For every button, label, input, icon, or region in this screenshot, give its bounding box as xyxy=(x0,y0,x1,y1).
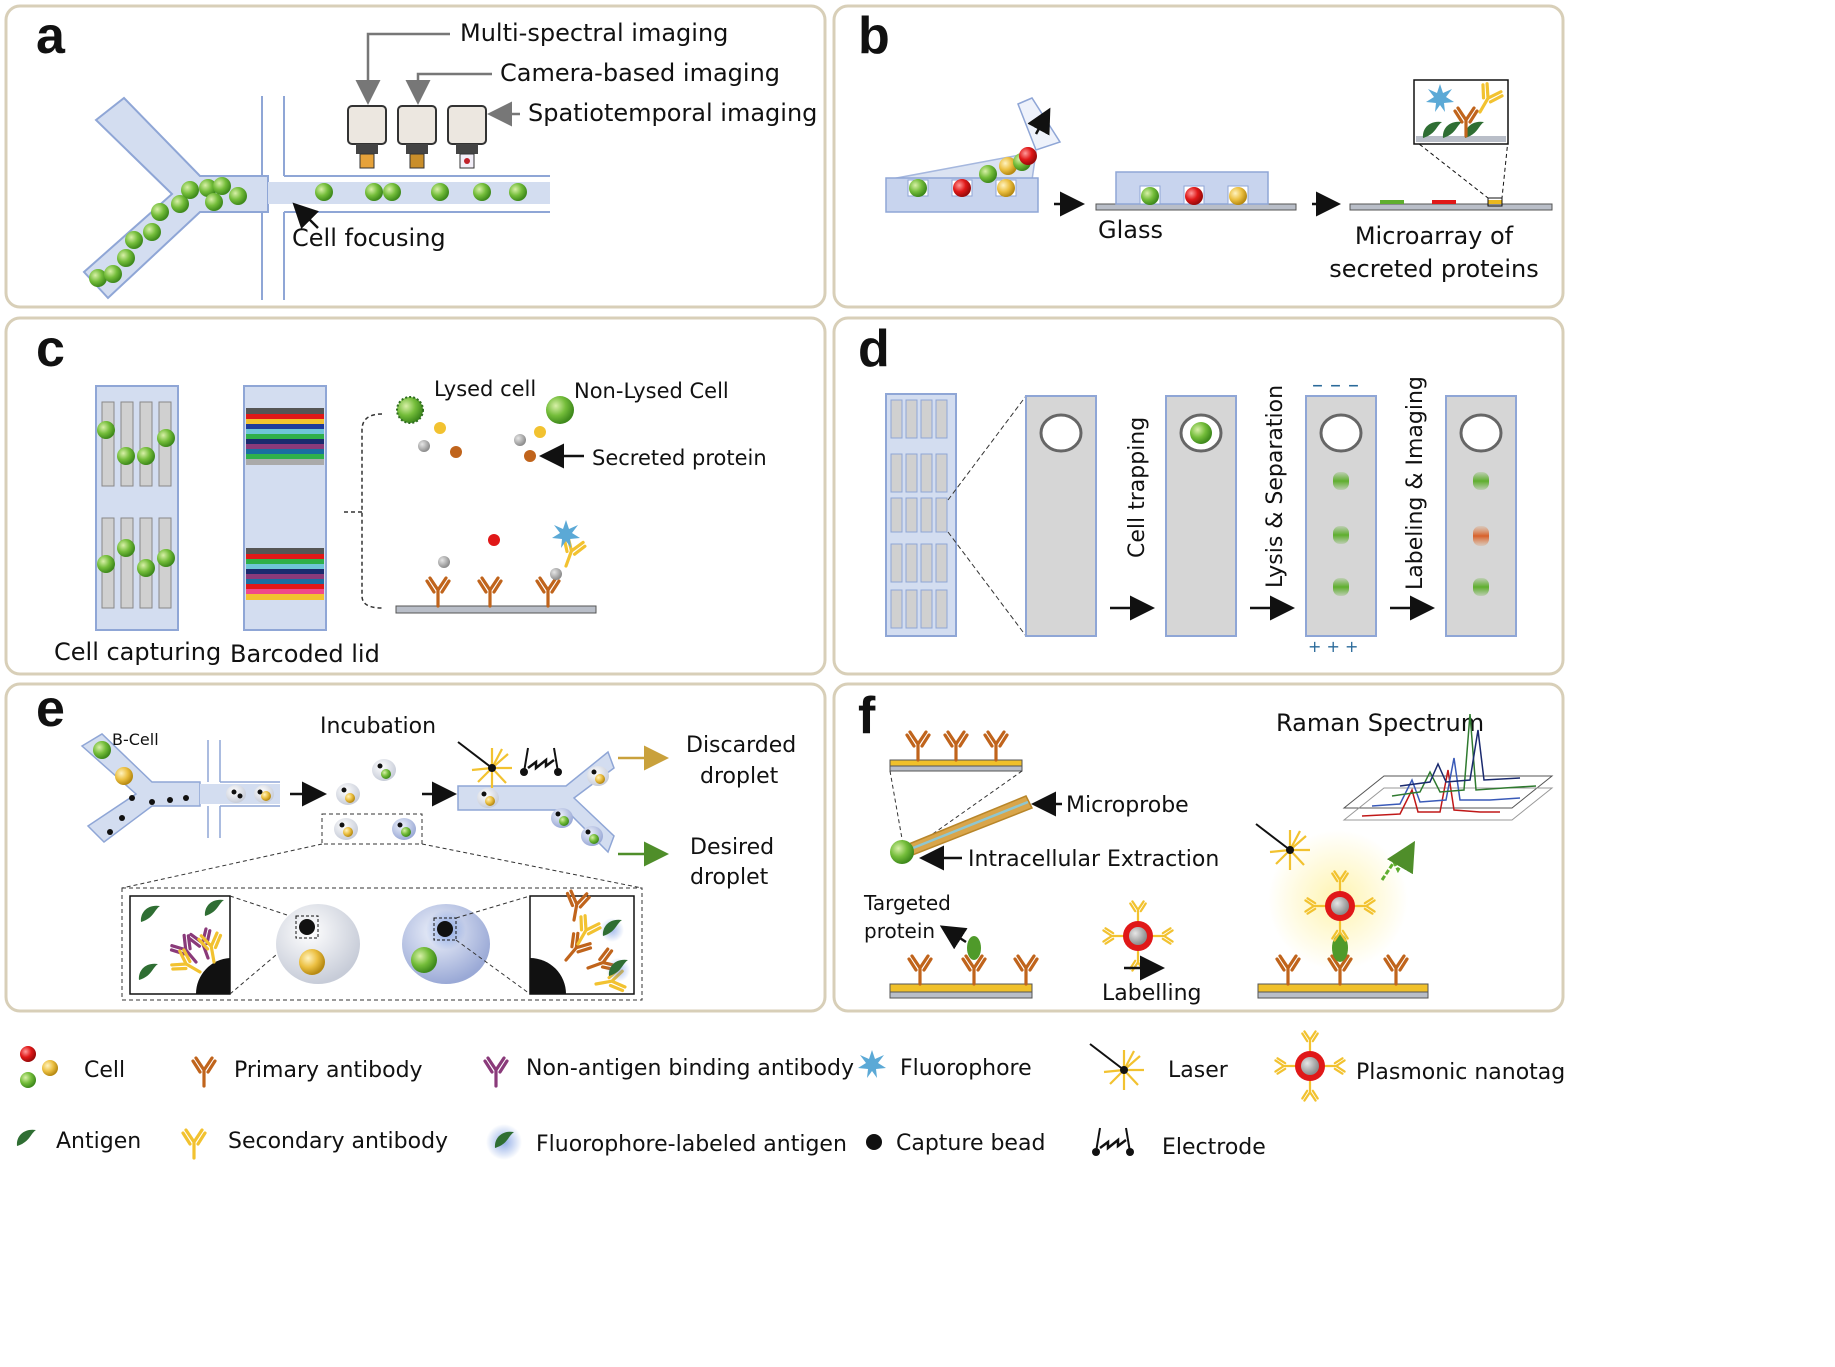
label-labelling: Labelling xyxy=(1102,981,1201,1006)
glass-slide-step xyxy=(1095,171,1297,211)
panel-c: c xyxy=(4,316,827,676)
panel-c-frame xyxy=(4,316,827,676)
legend-nanotag: Plasmonic nanotag xyxy=(1275,1031,1565,1100)
microwell-loading xyxy=(885,97,1062,213)
label-cell-capturing: Cell capturing xyxy=(54,638,221,666)
label-multispectral: Multi-spectral imaging xyxy=(460,19,728,47)
label-cell-trapping: Cell trapping xyxy=(1125,417,1150,558)
imaging-cameras xyxy=(347,105,487,169)
legend-primary-antibody: Primary antibody xyxy=(191,1056,423,1088)
panel-a-letter: a xyxy=(36,7,66,65)
panel-e-letter: e xyxy=(36,680,65,738)
legend-fluorophore-label: Fluorophore xyxy=(900,1056,1032,1081)
label-incubation: Incubation xyxy=(320,714,436,739)
camera-pointer-arrows xyxy=(292,32,520,229)
label-microarray-line1: Microarray of xyxy=(1355,222,1514,250)
legend-laser-label: Laser xyxy=(1168,1058,1229,1083)
label-lysis-separation: Lysis & Separation xyxy=(1263,385,1288,588)
legend-antigen: Antigen xyxy=(16,1129,141,1154)
panel-f-letter: f xyxy=(858,687,876,745)
panel-d: d Cell trapping Lysis & Separation xyxy=(832,316,1565,676)
label-desired-2: droplet xyxy=(690,865,769,890)
droplet-generator xyxy=(80,733,280,843)
legend-fluorophore-antigen: Fluorophore-labeled antigen xyxy=(486,1124,847,1160)
sers-detection xyxy=(1254,822,1429,999)
panel-f: f Microprobe Intracellular Extraction Ta… xyxy=(832,682,1565,1013)
legend-secondary-antibody: Secondary antibody xyxy=(181,1128,448,1160)
label-nonlysed-cell: Non-Lysed Cell xyxy=(574,379,729,403)
label-intracellular-extraction: Intracellular Extraction xyxy=(968,847,1219,872)
legend-capture-bead: Capture bead xyxy=(866,1131,1045,1156)
legend-primary-label: Primary antibody xyxy=(234,1058,423,1083)
legend-electrode: Electrode xyxy=(1090,1126,1266,1160)
label-spatiotemporal: Spatiotemporal imaging xyxy=(528,99,817,127)
legend: Cell Primary antibody Non-antigen bindin… xyxy=(16,1031,1565,1160)
chamber-trapped xyxy=(1165,395,1237,637)
legend-cell: Cell xyxy=(20,1046,125,1088)
panel-c-letter: c xyxy=(36,320,65,378)
label-targeted-2: protein xyxy=(864,919,935,943)
zoom-bracket xyxy=(361,413,383,609)
droplet-zoom-inset xyxy=(121,843,643,1001)
label-discarded-1: Discarded xyxy=(686,733,796,758)
panel-b-letter: b xyxy=(858,7,890,65)
label-raman-spectrum: Raman Spectrum xyxy=(1276,709,1484,737)
label-cell-focusing: Cell focusing xyxy=(292,224,446,252)
chamber-array-chip xyxy=(885,393,1027,637)
label-barcoded-lid: Barcoded lid xyxy=(230,640,380,668)
barcode-bands-top xyxy=(246,408,324,465)
label-plus-electrodes: + + + xyxy=(1308,637,1358,656)
label-camera-imaging: Camera-based imaging xyxy=(500,59,780,87)
label-labeling-imaging: Labeling & Imaging xyxy=(1403,376,1428,590)
capture-chip xyxy=(95,385,179,631)
microarray-slide xyxy=(1349,79,1553,211)
panel-b: b Glass xyxy=(832,4,1565,309)
barcode-bands-bottom xyxy=(246,548,324,600)
legend-cell-label: Cell xyxy=(84,1058,125,1083)
label-microprobe: Microprobe xyxy=(1066,793,1189,818)
chamber-empty xyxy=(1025,395,1097,637)
legend-fluorophore: Fluorophore xyxy=(858,1050,1032,1081)
label-secreted-protein: Secreted protein xyxy=(592,446,767,470)
label-desired-1: Desired xyxy=(690,835,774,860)
legend-electrode-label: Electrode xyxy=(1162,1135,1266,1160)
chamber-labeled xyxy=(1445,395,1517,637)
legend-nonantigen-antibody: Non-antigen binding antibody xyxy=(483,1056,854,1088)
chamber-separated xyxy=(1305,395,1377,637)
incubating-droplets xyxy=(321,759,423,845)
label-lysed-cell: Lysed cell xyxy=(434,377,536,401)
legend-fl-antigen-label: Fluorophore-labeled antigen xyxy=(536,1132,847,1157)
target-substrate xyxy=(889,936,1039,999)
panel-d-letter: d xyxy=(858,320,890,378)
sorting-junction xyxy=(456,740,615,854)
label-b-cell: B-Cell xyxy=(112,730,159,749)
legend-nanotag-label: Plasmonic nanotag xyxy=(1356,1060,1565,1085)
microprobe-scheme xyxy=(889,730,1062,871)
legend-laser: Laser xyxy=(1088,1042,1229,1092)
panel-b-frame xyxy=(832,4,1565,309)
legend-secondary-label: Secondary antibody xyxy=(228,1129,448,1154)
legend-nonantigen-label: Non-antigen binding antibody xyxy=(526,1056,854,1081)
label-discarded-2: droplet xyxy=(700,764,779,789)
raman-spectra-plot xyxy=(1342,713,1554,821)
label-microarray-line2: secreted proteins xyxy=(1329,255,1538,283)
barcoded-lid-strip xyxy=(243,385,327,631)
legend-bead-label: Capture bead xyxy=(896,1131,1045,1156)
legend-antigen-label: Antigen xyxy=(56,1129,141,1154)
label-targeted-1: Targeted xyxy=(863,891,951,915)
panel-e: e B-Cell Incubation xyxy=(4,680,827,1013)
secretion-scene xyxy=(395,396,597,614)
label-minus-electrodes: – – – xyxy=(1312,373,1359,398)
panel-a: a xyxy=(4,4,827,309)
label-glass: Glass xyxy=(1098,216,1163,244)
